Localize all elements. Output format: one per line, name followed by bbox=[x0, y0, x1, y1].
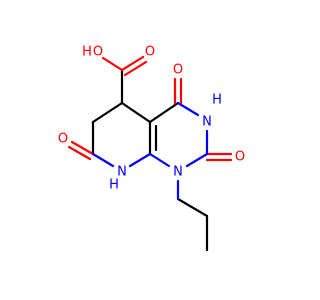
n3-hydrogen-label: H bbox=[212, 93, 222, 108]
bond-n1-c8a bbox=[148, 152, 171, 168]
hydroxyl-hydrogen-label: H bbox=[82, 45, 92, 60]
hydroxyl-oxygen-label: O bbox=[93, 45, 103, 60]
bond-c7-o-a bbox=[70, 140, 95, 156]
bond-c2-n1 bbox=[185, 152, 209, 168]
carboxyl-oxygen-label: O bbox=[145, 45, 155, 60]
atom-labels: O H O O H N O N H N O bbox=[58, 45, 245, 193]
bond-c5-c4a bbox=[120, 101, 152, 124]
n8-label: N bbox=[117, 165, 127, 180]
molecule-structure-diagram: O H O O H N O N H N O bbox=[58, 45, 245, 252]
bond-propyl-1 bbox=[176, 197, 209, 218]
bond-c7-o-b bbox=[67, 145, 92, 161]
bond-carboxyl-oh bbox=[101, 56, 124, 72]
bond-carboxyl-co-a bbox=[120, 55, 145, 72]
nitrogen-bonds bbox=[91, 101, 209, 201]
c7-oxygen-label: O bbox=[58, 132, 68, 147]
bond-c8a-n8 bbox=[128, 152, 152, 168]
c2-oxygen-label: O bbox=[235, 150, 245, 165]
bond-n8-c7 bbox=[91, 152, 115, 168]
bond-c4a-c4 bbox=[148, 101, 180, 124]
bond-carboxyl-co-b bbox=[123, 60, 148, 77]
carbon-bonds bbox=[91, 68, 209, 252]
bond-c4-n3 bbox=[176, 101, 200, 117]
n8-hydrogen-label: H bbox=[109, 178, 119, 193]
n1-label: N bbox=[173, 165, 183, 180]
n3-label: N bbox=[202, 115, 212, 130]
c4-oxygen-label: O bbox=[173, 63, 183, 78]
bond-c5-c6 bbox=[91, 101, 124, 124]
molecule-svg: O H O O H N O N H N O bbox=[58, 45, 245, 252]
oxygen-bonds bbox=[67, 55, 233, 162]
